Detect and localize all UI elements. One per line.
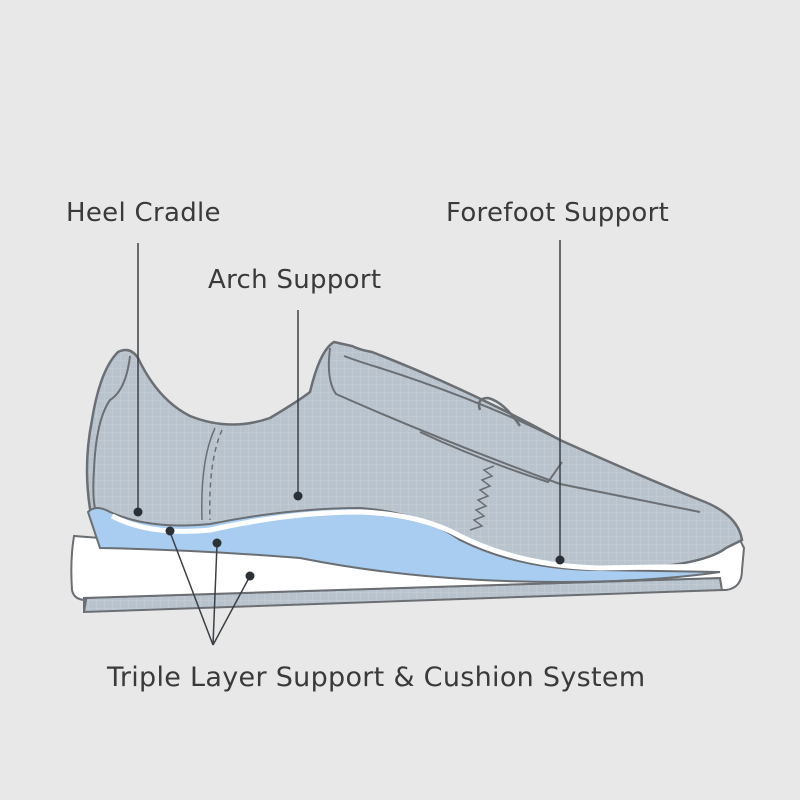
triple-layer-label: Triple Layer Support & Cushion System <box>107 662 646 693</box>
arch-support-label: Arch Support <box>208 265 382 295</box>
layer-top-dot <box>165 526 175 536</box>
forefoot-support-dot <box>555 555 565 565</box>
insole <box>86 506 721 584</box>
layer-bottom-dot <box>245 571 255 581</box>
heel-cradle-label: Heel Cradle <box>66 198 221 228</box>
layer-mid-dot <box>212 538 222 548</box>
forefoot-support-label: Forefoot Support <box>446 198 670 228</box>
heel-cradle-dot <box>133 507 143 517</box>
arch-support-dot <box>293 491 303 501</box>
